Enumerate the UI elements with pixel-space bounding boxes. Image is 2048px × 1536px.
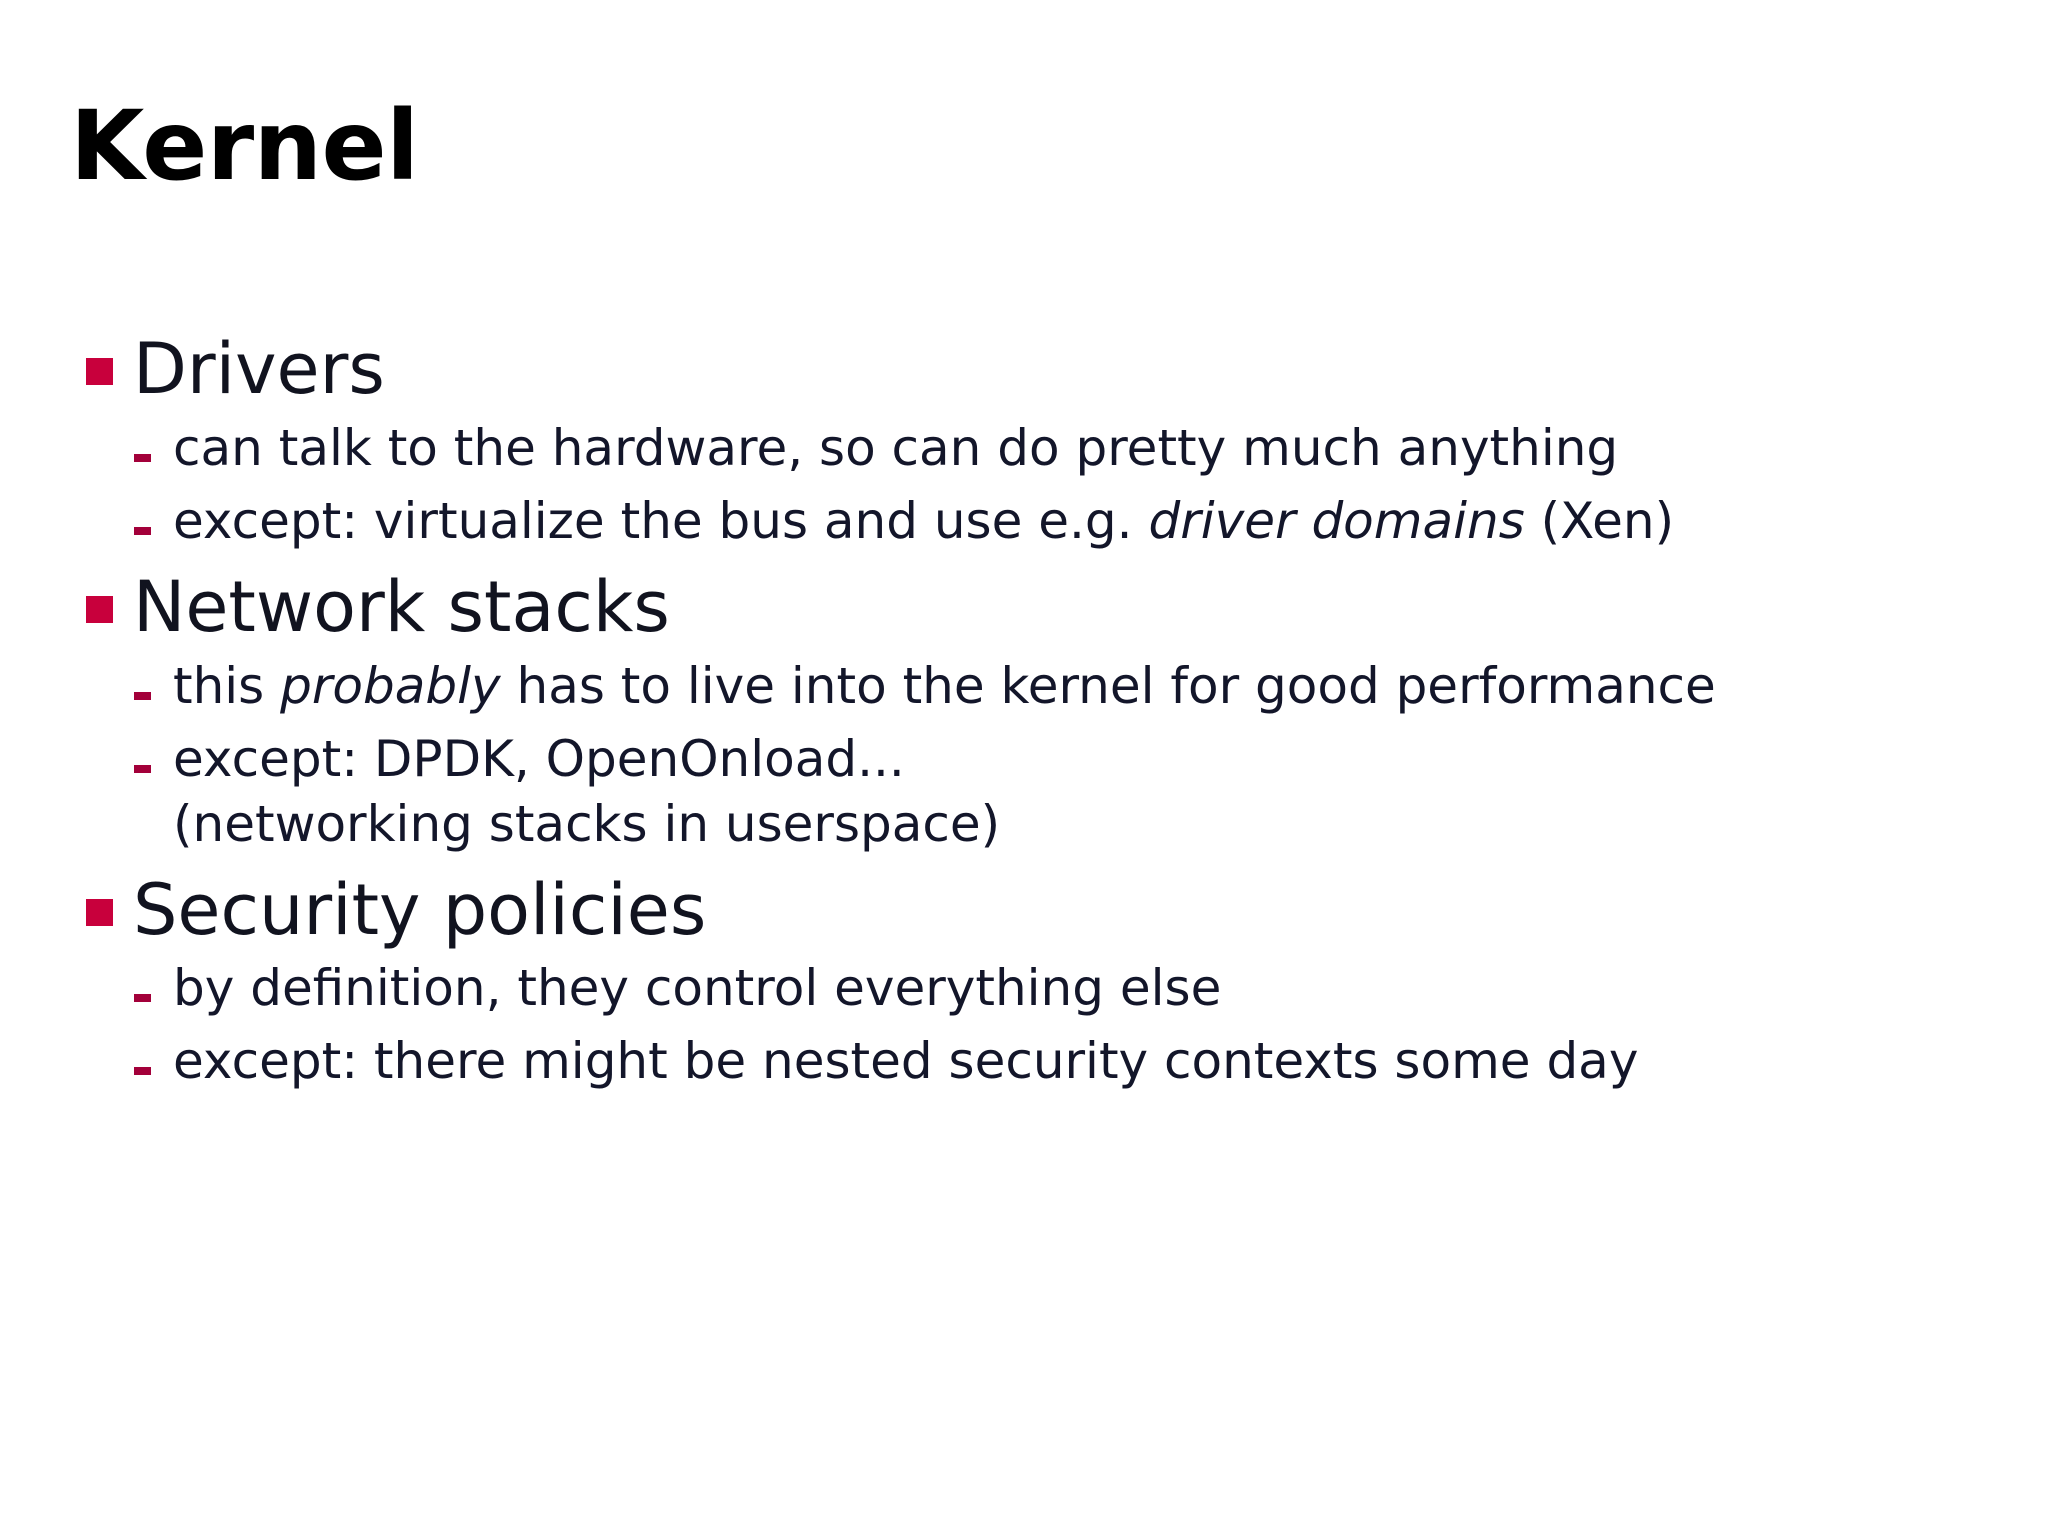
level2-text: by definition, they control everything e…: [173, 959, 1222, 1018]
list-item-level1: Network stacks: [86, 565, 1986, 648]
level2-text: except: there might be nested security c…: [173, 1032, 1639, 1091]
level2-text: can talk to the hardware, so can do pret…: [173, 418, 1619, 477]
list-item-level1: Security policies: [86, 868, 1986, 951]
level1-label: Security policies: [133, 868, 707, 951]
dash-bullet-icon: [134, 764, 151, 773]
slide-body: Drivers can talk to the hardware, so can…: [86, 328, 1986, 1104]
dash-bullet-icon: [134, 691, 151, 700]
list-item-level2: except: DPDK, OpenOnload... (networking …: [86, 727, 1986, 857]
list-item-level2: can talk to the hardware, so can do pret…: [86, 416, 1986, 481]
level2-text: except: DPDK, OpenOnload... (networking …: [173, 729, 1001, 853]
level2-text: this probably has to live into the kerne…: [173, 656, 1716, 715]
square-bullet-icon: [86, 595, 113, 623]
list-item-level2: except: virtualize the bus and use e.g. …: [86, 489, 1986, 554]
dash-bullet-icon: [134, 526, 151, 535]
dash-bullet-icon: [134, 1067, 151, 1076]
level2-text: except: virtualize the bus and use e.g. …: [173, 491, 1675, 550]
square-bullet-icon: [86, 898, 113, 926]
bullet-group-drivers: Drivers can talk to the hardware, so can…: [86, 328, 1986, 554]
level1-label: Network stacks: [133, 565, 670, 648]
square-bullet-icon: [86, 358, 113, 385]
list-item-level2: this probably has to live into the kerne…: [86, 654, 1986, 719]
list-item-level1: Drivers: [86, 328, 1986, 410]
list-item-level2: by definition, they control everything e…: [86, 956, 1986, 1021]
dash-bullet-icon: [134, 994, 151, 1003]
dash-bullet-icon: [134, 453, 151, 462]
list-item-level2: except: there might be nested security c…: [86, 1029, 1986, 1094]
bullet-group-security-policies: Security policies by definition, they co…: [86, 868, 1986, 1095]
page-title: Kernel: [70, 90, 419, 202]
level1-label: Drivers: [133, 328, 385, 410]
bullet-group-network-stacks: Network stacks this probably has to live…: [86, 565, 1986, 857]
